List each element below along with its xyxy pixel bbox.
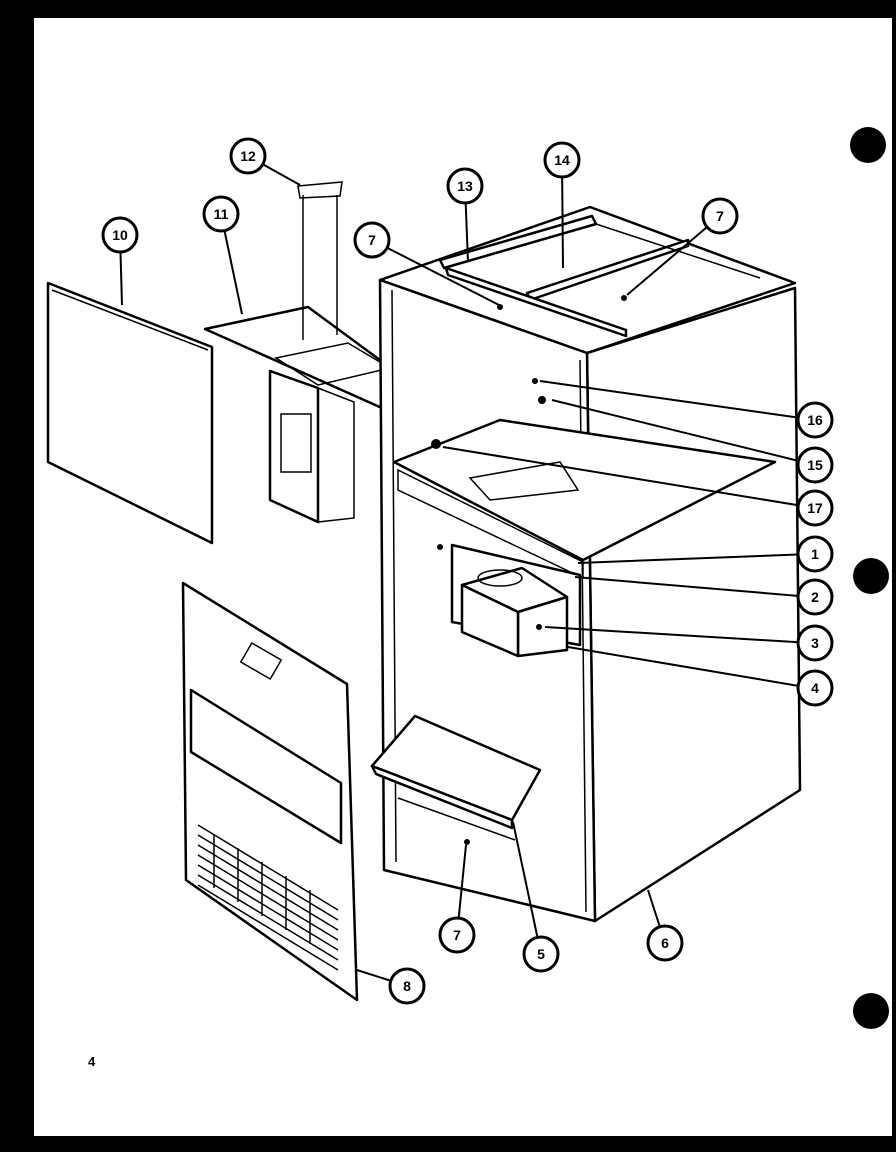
part-front-door bbox=[181, 581, 359, 1002]
callout-5: 5 bbox=[522, 935, 560, 973]
svg-text:4: 4 bbox=[811, 680, 819, 696]
svg-text:8: 8 bbox=[403, 978, 411, 994]
callout-15: 15 bbox=[796, 446, 834, 484]
svg-text:5: 5 bbox=[537, 946, 545, 962]
louver-grille bbox=[197, 824, 339, 971]
svg-text:1: 1 bbox=[811, 546, 819, 562]
callout-13: 13 bbox=[446, 167, 484, 205]
callout-4: 4 bbox=[796, 669, 834, 707]
part-blower-housing bbox=[450, 543, 582, 658]
page-number: 4 bbox=[88, 1054, 96, 1069]
callout-3: 3 bbox=[796, 624, 834, 662]
svg-text:10: 10 bbox=[112, 227, 128, 243]
callout-7-left: 7 bbox=[353, 221, 391, 259]
binder-hole bbox=[853, 993, 889, 1029]
callout-7-right: 7 bbox=[701, 197, 739, 235]
callout-2: 2 bbox=[796, 578, 834, 616]
svg-text:6: 6 bbox=[661, 935, 669, 951]
svg-text:7: 7 bbox=[453, 927, 461, 943]
callout-7-bottom: 7 bbox=[438, 916, 476, 954]
svg-text:7: 7 bbox=[368, 232, 376, 248]
svg-text:12: 12 bbox=[240, 148, 256, 164]
part-lower-bracket bbox=[370, 714, 542, 841]
callout-12: 12 bbox=[229, 137, 267, 175]
part-top-rails bbox=[438, 214, 761, 338]
callout-14: 14 bbox=[543, 141, 581, 179]
binder-hole bbox=[853, 558, 889, 594]
svg-text:3: 3 bbox=[811, 635, 819, 651]
callout-1: 1 bbox=[796, 535, 834, 573]
callout-8: 8 bbox=[388, 967, 426, 1005]
callout-11: 11 bbox=[202, 195, 240, 233]
svg-text:13: 13 bbox=[457, 178, 473, 194]
binder-hole bbox=[850, 127, 886, 163]
svg-text:17: 17 bbox=[807, 500, 823, 516]
svg-text:2: 2 bbox=[811, 589, 819, 605]
part-side-panel bbox=[46, 281, 214, 545]
callout-17: 17 bbox=[796, 489, 834, 527]
fasteners bbox=[431, 295, 627, 845]
callout-16: 16 bbox=[796, 401, 834, 439]
svg-text:7: 7 bbox=[716, 208, 724, 224]
svg-text:11: 11 bbox=[214, 206, 229, 222]
callout-6: 6 bbox=[646, 924, 684, 962]
callout-10: 10 bbox=[101, 216, 139, 254]
part-vent-fitting bbox=[297, 181, 343, 340]
svg-text:15: 15 bbox=[807, 457, 823, 473]
svg-text:16: 16 bbox=[807, 412, 823, 428]
svg-text:14: 14 bbox=[554, 152, 570, 168]
